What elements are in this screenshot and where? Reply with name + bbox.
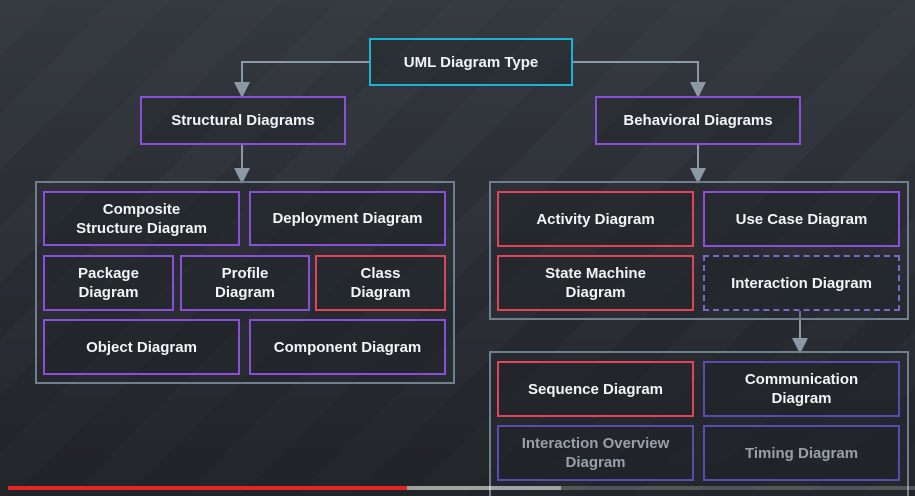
component-diagram-node: Component Diagram	[249, 319, 446, 375]
sequence-diagram-node: Sequence Diagram	[497, 361, 694, 417]
structural-group	[35, 181, 455, 384]
deployment-diagram-node: Deployment Diagram	[249, 191, 446, 246]
interaction-diagram-node: Interaction Diagram	[703, 255, 900, 311]
behavioral-group	[489, 181, 909, 320]
profile-diagram-node: Profile Diagram	[180, 255, 310, 311]
communication-diagram-node: Communication Diagram	[703, 361, 900, 417]
object-diagram-node: Object Diagram	[43, 319, 240, 375]
use-case-diagram-node: Use Case Diagram	[703, 191, 900, 247]
video-progress-bar[interactable]	[8, 486, 915, 490]
structural-diagrams-node: Structural Diagrams	[140, 96, 346, 145]
connector-root-right	[573, 61, 706, 98]
state-machine-diagram-node: State Machine Diagram	[497, 255, 694, 311]
connector-root-left	[234, 61, 369, 98]
interaction-overview-diagram-node: Interaction Overview Diagram	[497, 425, 694, 481]
timing-diagram-node: Timing Diagram	[703, 425, 900, 481]
activity-diagram-node: Activity Diagram	[497, 191, 694, 247]
class-diagram-node: Class Diagram	[315, 255, 446, 311]
behavioral-diagrams-node: Behavioral Diagrams	[595, 96, 801, 145]
video-played-bar	[8, 486, 408, 490]
interaction-group	[489, 351, 909, 496]
uml-diagram-type-node: UML Diagram Type	[369, 38, 573, 86]
composite-structure-diagram-node: Composite Structure Diagram	[43, 191, 240, 246]
package-diagram-node: Package Diagram	[43, 255, 174, 311]
